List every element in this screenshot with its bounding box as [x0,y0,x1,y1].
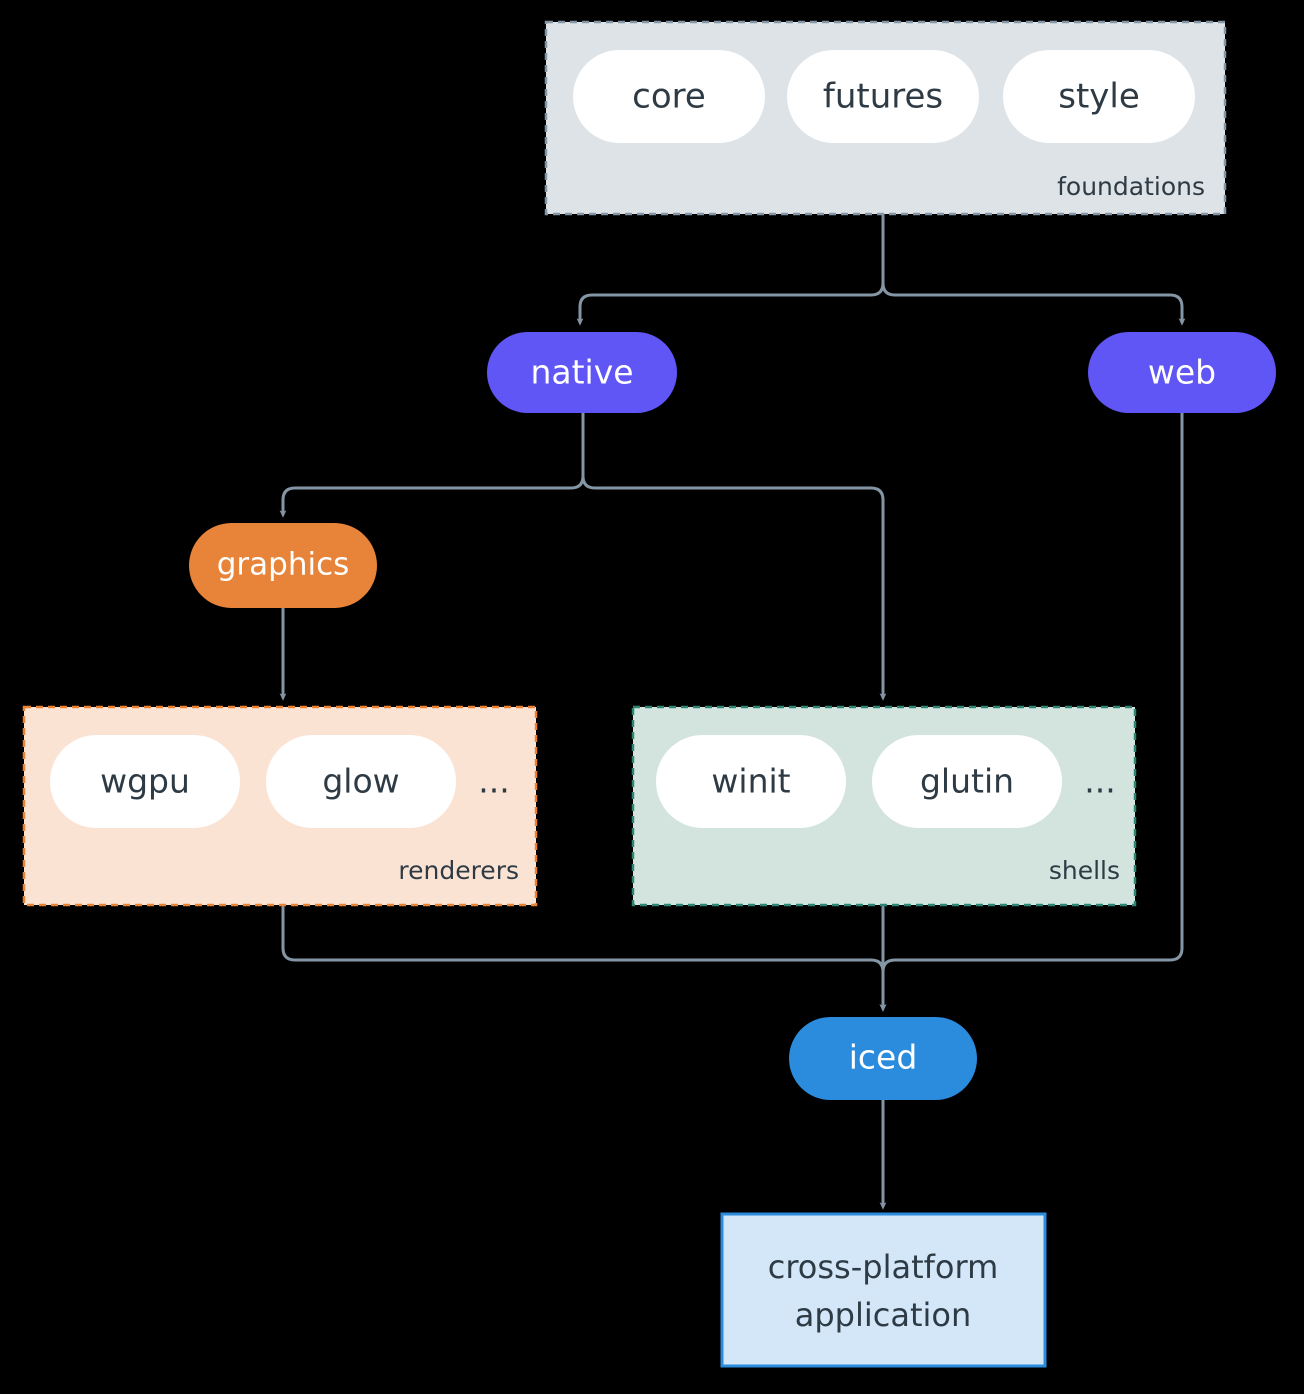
node-native-label: native [530,353,633,392]
pill-core[interactable] [573,50,765,143]
pill-glutin-label: glutin [920,762,1014,801]
group-foundations: core futures style foundations [544,20,1227,216]
node-application[interactable]: cross-platform application [720,1212,1047,1368]
edge-foundations-split [576,212,885,326]
pill-futures-label: futures [823,77,943,117]
shells-ellipsis: ... [1084,762,1115,801]
node-iced[interactable]: iced [789,1017,977,1100]
edge-web-iced [879,411,1184,1012]
group-shells-label: shells [1049,856,1120,885]
node-web[interactable]: web [1088,332,1276,413]
node-graphics[interactable]: graphics [189,523,377,608]
pill-winit-label: winit [711,762,790,801]
node-iced-label: iced [849,1038,918,1077]
node-iced-shape[interactable] [789,1017,977,1100]
pill-wgpu-label: wgpu [100,762,190,801]
node-graphics-shape[interactable] [189,523,377,608]
pill-glow[interactable] [266,735,456,828]
node-web-shape[interactable] [1088,332,1276,413]
renderers-ellipsis: ... [478,762,509,801]
edge-native-shells [581,474,887,701]
node-application-label-line2: application [795,1296,972,1334]
node-web-label: web [1148,353,1216,392]
pill-futures[interactable] [787,50,979,143]
pill-style-label: style [1058,77,1140,117]
pill-core-label: core [632,77,706,117]
node-native-shape[interactable] [487,332,677,413]
pill-glow-label: glow [322,762,399,801]
edge-renderers-iced [281,903,887,1012]
edges-layer [279,212,1186,1210]
pill-wgpu[interactable] [50,735,240,828]
node-native[interactable]: native [487,332,677,413]
pill-glutin[interactable] [872,735,1062,828]
pill-winit[interactable] [656,735,846,828]
node-graphics-label: graphics [217,547,350,583]
group-renderers-label: renderers [398,856,519,885]
group-renderers: wgpu glow ... renderers [22,705,538,907]
node-application-shape[interactable] [720,1212,1047,1368]
edge-foundations-web [881,281,1186,326]
edge-native-graphics [279,411,585,518]
group-foundations-label: foundations [1057,172,1205,201]
group-shells: winit glutin ... shells [631,705,1137,907]
node-application-label-line1: cross-platform [768,1248,998,1286]
pill-style[interactable] [1003,50,1195,143]
